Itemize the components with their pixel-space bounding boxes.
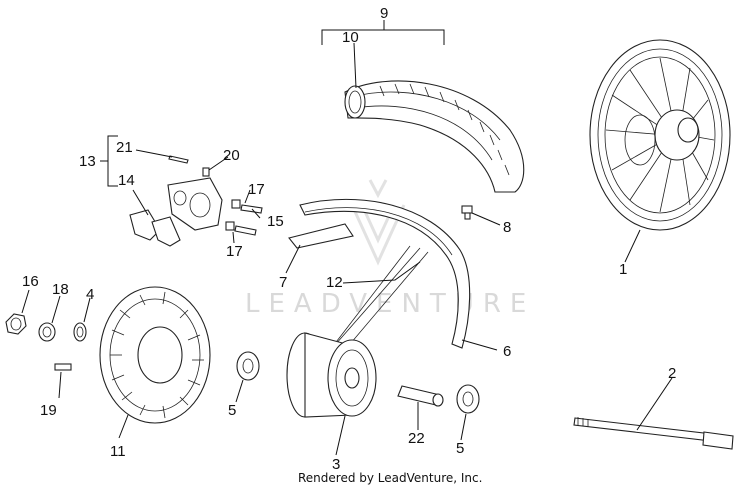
axle-part <box>573 417 734 450</box>
callout-1: 1 <box>619 261 627 278</box>
screw-part <box>461 205 473 220</box>
callout-17-bottom: 17 <box>226 243 243 260</box>
bearing-small-part <box>38 322 56 342</box>
disc-screw-part <box>54 363 72 371</box>
callout-14: 14 <box>118 172 135 189</box>
callout-15: 15 <box>267 213 284 230</box>
callout-11: 11 <box>110 443 126 460</box>
watermark-text: LEADVENTURE <box>245 289 535 319</box>
callout-16: 16 <box>22 273 39 290</box>
complete-wheel-part <box>589 39 731 231</box>
callout-17-top: 17 <box>248 181 265 198</box>
callout-8: 8 <box>503 219 511 236</box>
brake-pads-part <box>129 209 181 247</box>
callout-labels: 9 10 1 2 3 4 5 5 6 7 8 11 12 13 14 15 16… <box>22 5 676 473</box>
callout-7: 7 <box>279 274 287 291</box>
nut-part <box>5 313 27 335</box>
callout-21: 21 <box>116 139 133 156</box>
spokes-part <box>329 245 429 351</box>
bearing-right-part <box>456 384 480 414</box>
caliper-bolts-part <box>225 199 263 236</box>
callout-10: 10 <box>342 29 359 46</box>
bleed-screw-part <box>202 167 210 177</box>
callout-4: 4 <box>86 286 94 303</box>
hub-part <box>286 332 377 418</box>
callout-3: 3 <box>332 456 340 473</box>
callout-5-left: 5 <box>228 402 236 419</box>
pad-pin-part <box>168 155 189 164</box>
callout-2: 2 <box>668 365 676 382</box>
callout-19: 19 <box>40 402 57 419</box>
callout-6: 6 <box>503 343 511 360</box>
brake-disc-part <box>99 286 211 424</box>
callout-22: 22 <box>408 430 425 447</box>
spacer-part <box>397 385 444 407</box>
rendered-by-credit: Rendered by LeadVenture, Inc. <box>298 471 482 485</box>
leader-lines <box>21 20 673 456</box>
callout-13: 13 <box>79 153 96 170</box>
washer-part <box>73 322 87 342</box>
watermark: LEADVENTURE <box>245 179 535 319</box>
watermark-logo <box>350 179 406 266</box>
brake-caliper-part <box>167 177 223 231</box>
bearing-left-part <box>236 351 260 381</box>
callout-9: 9 <box>380 5 388 22</box>
callout-5-right: 5 <box>456 440 464 457</box>
tire-part <box>344 80 525 193</box>
callout-20: 20 <box>223 147 240 164</box>
mudguard-part <box>288 198 471 349</box>
callout-12: 12 <box>326 274 343 291</box>
callout-18: 18 <box>52 281 69 298</box>
